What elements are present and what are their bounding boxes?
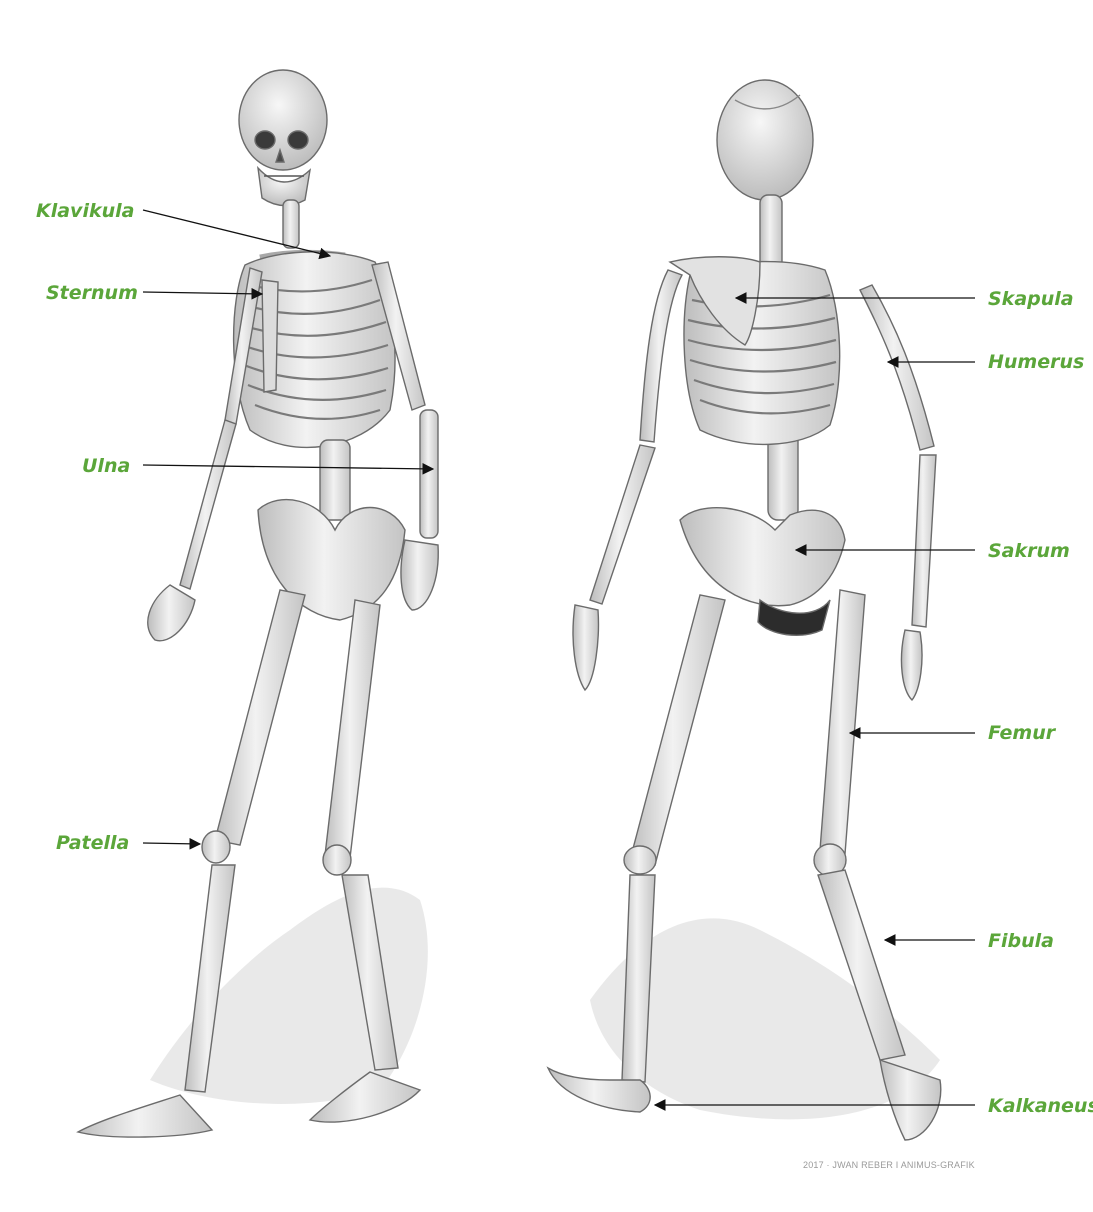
label-klavikula: Klavikula	[36, 200, 134, 222]
skull-front	[239, 70, 327, 170]
label-fibula: Fibula	[988, 930, 1054, 952]
skull-back	[717, 80, 813, 200]
label-sternum: Sternum	[46, 282, 138, 304]
pelvis-back	[680, 508, 845, 606]
arrow-klavikula	[143, 210, 330, 256]
label-skapula: Skapula	[988, 288, 1074, 310]
label-ulna: Ulna	[82, 455, 130, 477]
arrow-patella	[143, 843, 200, 844]
label-humerus: Humerus	[988, 351, 1084, 373]
label-femur: Femur	[988, 722, 1055, 744]
label-kalkaneus: Kalkaneus	[988, 1095, 1093, 1117]
label-patella: Patella	[56, 832, 129, 854]
label-sakrum: Sakrum	[988, 540, 1070, 562]
credit-text: 2017 · JWAN REBER I ANIMUS-GRAFIK	[803, 1160, 975, 1170]
arrow-ulna	[143, 465, 433, 469]
